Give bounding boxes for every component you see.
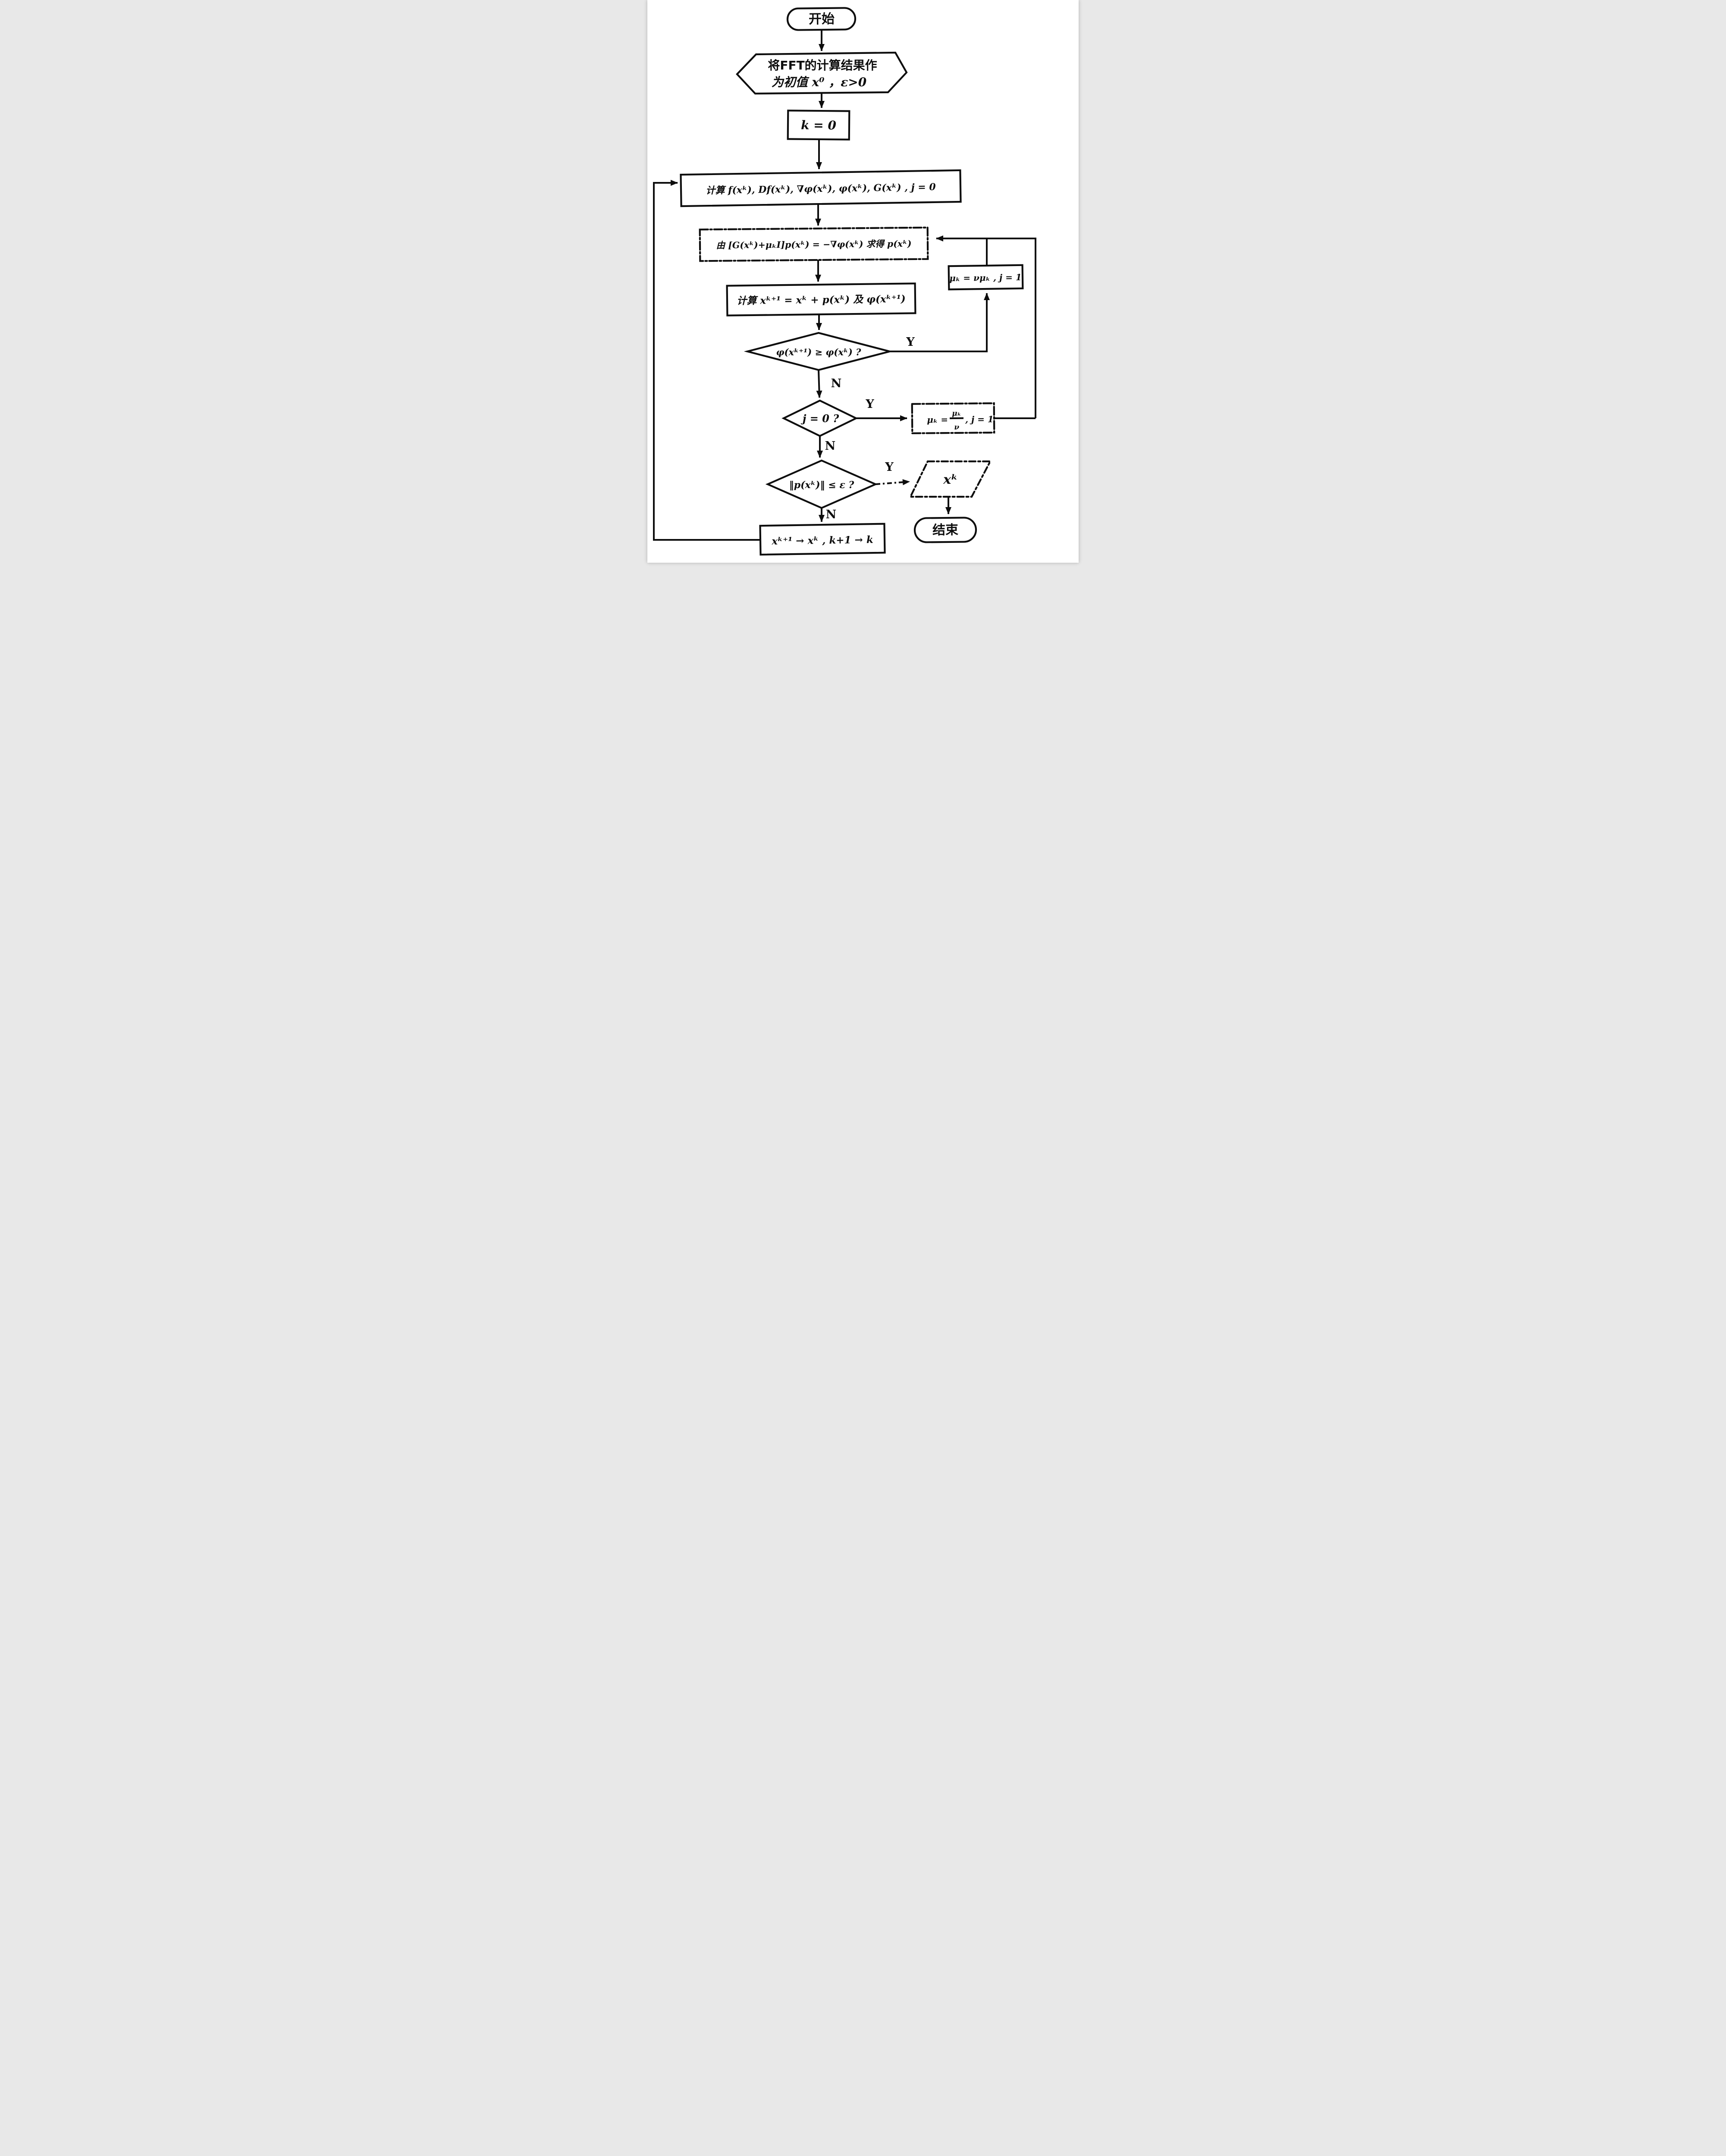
compute-label: 计算 f(xᵏ), Df(xᵏ), ∇φ(xᵏ), φ(xᵏ), G(xᵏ) ,…	[706, 182, 936, 196]
init-hexagon-outline	[736, 51, 908, 95]
mu-decrease-denominator: ν	[954, 423, 959, 432]
iterate-box: xᵏ⁺¹ → xᵏ , k+1 → k	[759, 523, 886, 556]
end-label: 结束	[932, 523, 958, 538]
init-hexagon-line2: 为初值 x⁰ ，ε>0	[772, 75, 867, 89]
decision-j-zero-outline	[781, 399, 858, 437]
loop-iterate-to-compute	[653, 180, 760, 541]
compute-box: 计算 f(xᵏ), Df(xᵏ), ∇φ(xᵏ), φ(xᵏ), G(xᵏ) ,…	[680, 169, 962, 207]
start-label: 开始	[809, 12, 835, 27]
mu-decrease-prefix: μₖ =	[927, 414, 948, 425]
mu-decrease-suffix: , j = 1	[965, 414, 994, 425]
mu-decrease-box-outline	[911, 402, 995, 434]
solve-label: 由 [G(xᵏ)+μₖI]p(xᵏ) = −∇φ(xᵏ) 求得 p(xᵏ)	[716, 238, 911, 251]
update-x-label: 计算 xᵏ⁺¹ = xᵏ + p(xᵏ) 及 φ(xᵏ⁺¹)	[737, 293, 906, 307]
update-x-box: 计算 xᵏ⁺¹ = xᵏ + p(xᵏ) 及 φ(xᵏ⁺¹)	[726, 282, 916, 317]
start-terminal: 开始	[786, 7, 857, 31]
branch-d1-yes-line	[890, 293, 990, 352]
decision-j-zero-label: j = 0 ?	[801, 412, 840, 425]
output-parallelogram: xᵏ	[909, 460, 992, 498]
init-k-label: k = 0	[801, 118, 837, 133]
compute-box-outline	[680, 169, 962, 207]
d2-yes-label: Y	[865, 398, 874, 411]
d1-no-label: N	[831, 377, 842, 390]
decision-norm-eps-label: ‖p(xᵏ)‖ ≤ ε ?	[789, 479, 855, 491]
start-terminal-outline	[786, 7, 857, 31]
decision-norm-eps-outline	[765, 459, 878, 509]
line-return-rail	[936, 235, 1036, 418]
mu-increase-label: μₖ = νμₖ , j = 1	[949, 272, 1022, 283]
update-x-box-outline	[726, 282, 916, 317]
flowchart-canvas: 开始 将FFT的计算结果作 为初值 x⁰ ，ε>0 k = 0 计算 f(xᵏ)…	[653, 7, 1036, 556]
decision-norm-eps: ‖p(xᵏ)‖ ≤ ε ?	[765, 459, 878, 509]
iterate-box-outline	[759, 523, 886, 556]
init-k-box-outline	[787, 110, 850, 141]
iterate-label: xᵏ⁺¹ → xᵏ , k+1 → k	[771, 534, 873, 547]
end-terminal: 结束	[913, 517, 977, 543]
decision-phi-compare-label: φ(xᵏ⁺¹) ≥ φ(xᵏ) ?	[776, 347, 862, 357]
solve-box: 由 [G(xᵏ)+μₖI]p(xᵏ) = −∇φ(xᵏ) 求得 p(xᵏ)	[699, 226, 929, 262]
d3-yes-label: Y	[885, 461, 894, 474]
init-k-box: k = 0	[787, 110, 850, 141]
output-parallelogram-outline	[909, 460, 992, 498]
output-label: xᵏ	[943, 472, 958, 487]
d2-no-label: N	[825, 439, 836, 453]
branch-d3-yes-line	[875, 479, 910, 486]
decision-phi-compare-outline	[744, 332, 894, 371]
decision-j-zero: j = 0 ?	[781, 399, 858, 437]
decision-phi-compare: φ(xᵏ⁺¹) ≥ φ(xᵏ) ?	[744, 332, 894, 371]
mu-decrease-numerator: μₖ	[952, 409, 961, 418]
mu-increase-box-outline	[948, 264, 1024, 291]
init-hexagon: 将FFT的计算结果作 为初值 x⁰ ，ε>0	[736, 51, 908, 95]
d1-yes-label: Y	[906, 335, 915, 349]
scanned-flowchart-page: 开始 将FFT的计算结果作 为初值 x⁰ ，ε>0 k = 0 计算 f(xᵏ)…	[647, 0, 1079, 563]
mu-increase-box: μₖ = νμₖ , j = 1	[948, 264, 1024, 291]
mu-decrease-box: μₖ = μₖ ν , j = 1	[911, 402, 995, 434]
solve-box-outline	[699, 226, 929, 262]
d3-no-label: N	[826, 508, 837, 521]
init-hexagon-line1: 将FFT的计算结果作	[768, 58, 877, 72]
end-terminal-outline	[913, 517, 977, 543]
